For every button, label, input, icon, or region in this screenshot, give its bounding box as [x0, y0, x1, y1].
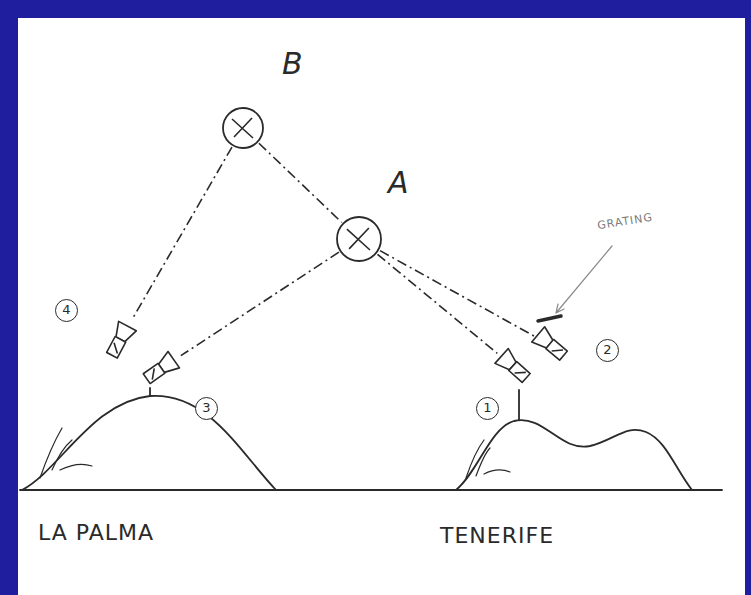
sight-line [380, 251, 535, 337]
telescope-outline [498, 347, 532, 389]
star-letter: A [388, 168, 409, 198]
sight-line [377, 254, 497, 353]
telescope-node: 2 [536, 326, 568, 366]
star-symbol [232, 118, 253, 138]
sea-line [20, 489, 722, 491]
telescope-symbol [532, 327, 570, 364]
telescope-node: 4 [100, 318, 138, 366]
slide-paper [18, 18, 745, 595]
leader-arrow [556, 246, 612, 313]
hatching [40, 428, 92, 478]
sight-line [133, 147, 232, 317]
telescope-outline [536, 326, 568, 366]
star-symbol [347, 228, 370, 250]
star-node: B [222, 107, 264, 149]
star-outline [222, 107, 264, 149]
telescope-symbol [103, 321, 136, 360]
grating-symbol [538, 316, 561, 321]
callout-number: 3 [195, 397, 218, 420]
la-palma-mountain [22, 396, 276, 490]
telescope-outline [138, 350, 180, 390]
star-letter: B [282, 49, 303, 79]
sight-line [259, 143, 342, 222]
telescope-symbol [495, 349, 533, 386]
callout-number: 2 [596, 339, 619, 362]
star-circle [337, 217, 381, 261]
sight-line [181, 252, 339, 356]
telescope-node: 3 [138, 350, 180, 390]
hatching [466, 440, 510, 478]
tenerife-mountain [456, 420, 692, 490]
island-label: TENERIFE [440, 525, 554, 547]
telescope-outline [100, 318, 138, 366]
star-node: A [336, 216, 382, 262]
callout-number: 1 [476, 397, 499, 420]
telescope-node: 1 [498, 347, 532, 389]
star-circle [223, 108, 263, 148]
telescope-stand [150, 388, 519, 420]
star-outline [336, 216, 382, 262]
telescope-symbol [141, 351, 180, 386]
callout-number: 4 [55, 299, 78, 322]
island-label: LA PALMA [38, 522, 154, 544]
